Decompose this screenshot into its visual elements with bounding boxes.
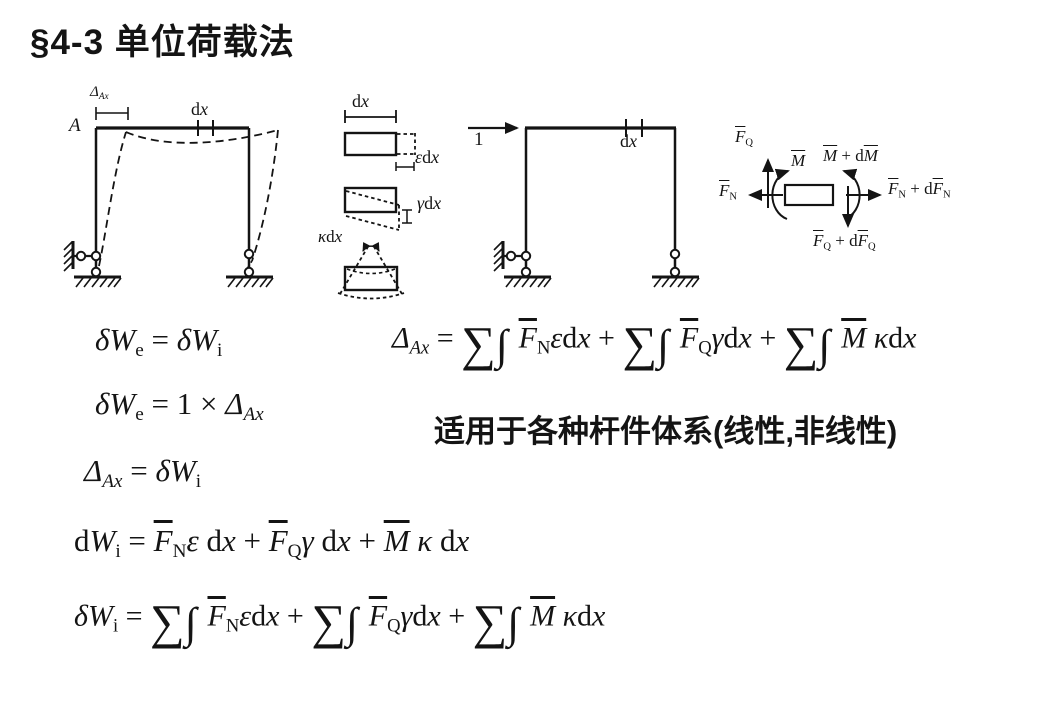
- left-frame-diagram: [62, 107, 279, 289]
- label-shear-right: FQ + dFQ: [813, 231, 876, 253]
- label-moment-left: M: [791, 151, 806, 170]
- label-dx-right-frame: dx: [620, 131, 637, 151]
- eps-dimension: [395, 162, 415, 171]
- column-hinge: [669, 248, 681, 260]
- deformed-left-column: [98, 131, 127, 267]
- equation-displacement-internal: ΔAx = δWi: [84, 453, 202, 493]
- axial-element: [343, 131, 398, 157]
- deformed-column-base-curl: [245, 260, 253, 275]
- deformed-right-column: [251, 129, 279, 262]
- applicability-note: 适用于各种杆件体系(线性,非线性): [434, 414, 898, 449]
- bending-element: [343, 265, 399, 292]
- wall-hatch: [492, 239, 505, 273]
- wall-hatch: [62, 239, 75, 273]
- axial-extension-dashed: [397, 133, 416, 155]
- label-point-a: A: [69, 115, 81, 136]
- label-dx-left-frame: dx: [191, 99, 208, 119]
- right-frame-diagram: [468, 119, 701, 289]
- label-shear-left: FQ: [735, 127, 753, 149]
- ground-hatch: [224, 275, 275, 289]
- base-pin: [243, 266, 255, 278]
- equation-unit-load-formula: ΔAx = ∑∫ FNεdx + ∑∫ FQγdx + ∑∫ M κdx: [392, 317, 917, 371]
- column-hinge: [243, 248, 255, 260]
- page-title: §4-3 单位荷载法: [30, 23, 295, 62]
- label-gamma-dx: γdx: [417, 193, 442, 213]
- deformed-beam: [125, 129, 279, 144]
- label-delta-ax: ΔAx: [90, 84, 109, 102]
- link-hinge: [75, 250, 87, 262]
- label-moment-right: M + dM: [823, 146, 878, 165]
- moment-left-arc: [771, 168, 790, 220]
- dx-dimension-line: [344, 110, 397, 123]
- dx-ticks: [197, 120, 214, 136]
- ground-hatch: [650, 275, 701, 289]
- base-pin: [90, 266, 102, 278]
- equation-internal-work-integral: δWi = ∑∫ FNεdx + ∑∫ FQγdx + ∑∫ M κdx: [74, 595, 606, 649]
- label-eps-dx: εdx: [415, 147, 440, 167]
- column-hinge: [90, 250, 102, 262]
- ground-hatch: [72, 275, 123, 289]
- element-body: [783, 183, 835, 207]
- base-pin: [669, 266, 681, 278]
- label-dx-element: dx: [352, 91, 369, 111]
- equation-internal-work-differential: dWi = FNε dx + FQγ dx + M κ dx: [74, 523, 470, 563]
- bending-bottom-arc-dashed: [337, 292, 405, 300]
- equation-virtual-work-balance: δWe = δWi: [95, 322, 223, 362]
- gamma-dimension: [402, 209, 412, 224]
- label-normal-right: FN + dFN: [888, 179, 951, 201]
- base-pin: [520, 266, 532, 278]
- shear-element: [343, 186, 398, 214]
- dx-ticks: [625, 119, 643, 137]
- diagrams-canvas: [62, 107, 882, 300]
- column-hinge: [520, 250, 532, 262]
- label-kappa-dx: κdx: [318, 227, 343, 246]
- strain-elements-diagram: [337, 110, 416, 300]
- force-element-diagram: [748, 158, 882, 228]
- ground-hatch: [502, 275, 553, 289]
- delta-dimension-line: [95, 107, 129, 120]
- label-unit-load: 1: [474, 129, 484, 150]
- equation-external-work: δWe = 1 × ΔAx: [95, 386, 264, 426]
- shear-deformed-dashed: [345, 190, 400, 231]
- link-hinge: [505, 250, 517, 262]
- kappa-rotation-arc: [362, 242, 380, 252]
- bending-wedge-dashed: [339, 244, 403, 295]
- label-normal-left: FN: [719, 181, 737, 203]
